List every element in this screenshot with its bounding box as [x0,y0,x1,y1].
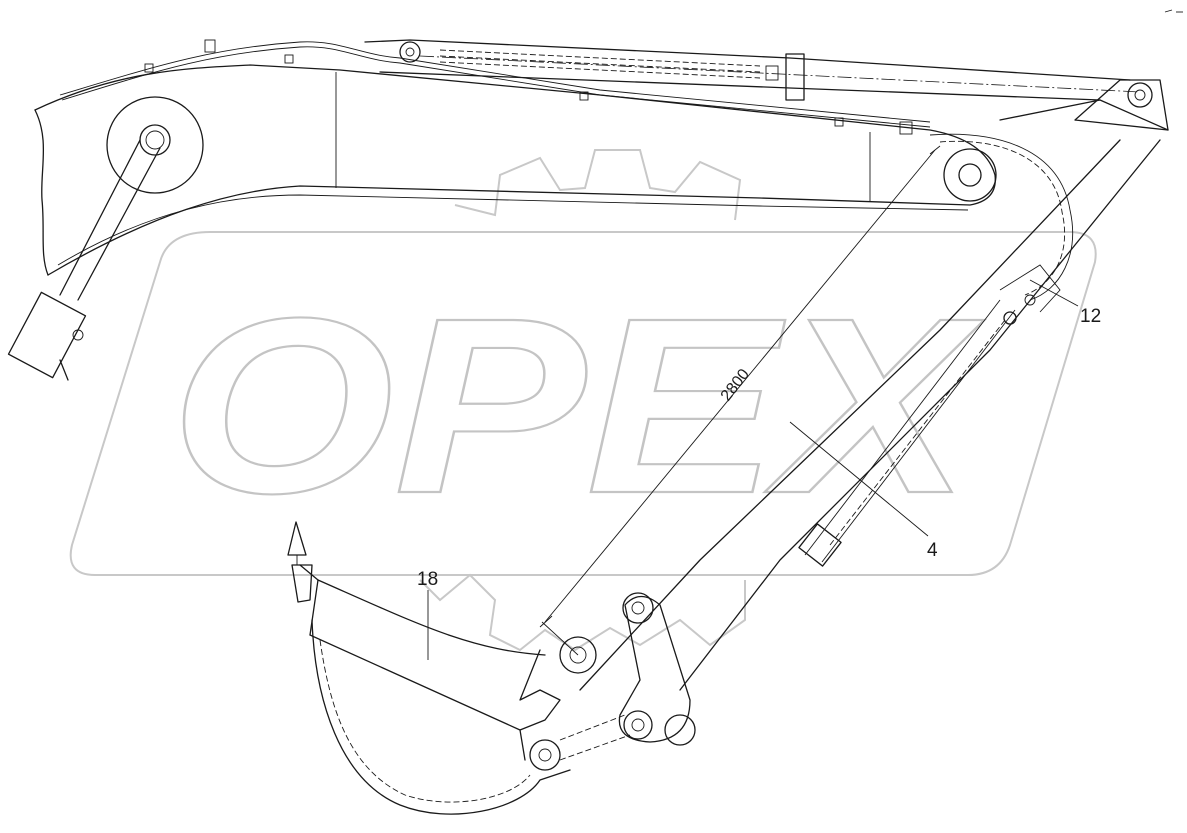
callout-4: 4 [789,421,938,561]
arm-cylinder [364,39,1169,131]
watermark-text: OPEX [170,266,985,545]
watermark-gear-top [454,149,742,221]
callout-18: 18 [417,569,438,660]
watermark-plate [69,231,1097,576]
boom-cylinder [7,139,161,381]
watermark: OPEX [69,149,1097,652]
watermark-gear-bottom [419,573,746,652]
callout-label-4: 4 [927,540,938,561]
boom [34,39,997,276]
bucket-linkage [529,592,696,771]
callout-label-18: 18 [417,569,438,590]
corner-mark [1164,9,1183,13]
arm [579,99,1169,691]
bucket [287,521,571,815]
callout-12: 12 [1029,279,1101,327]
callout-label-12: 12 [1080,306,1101,327]
